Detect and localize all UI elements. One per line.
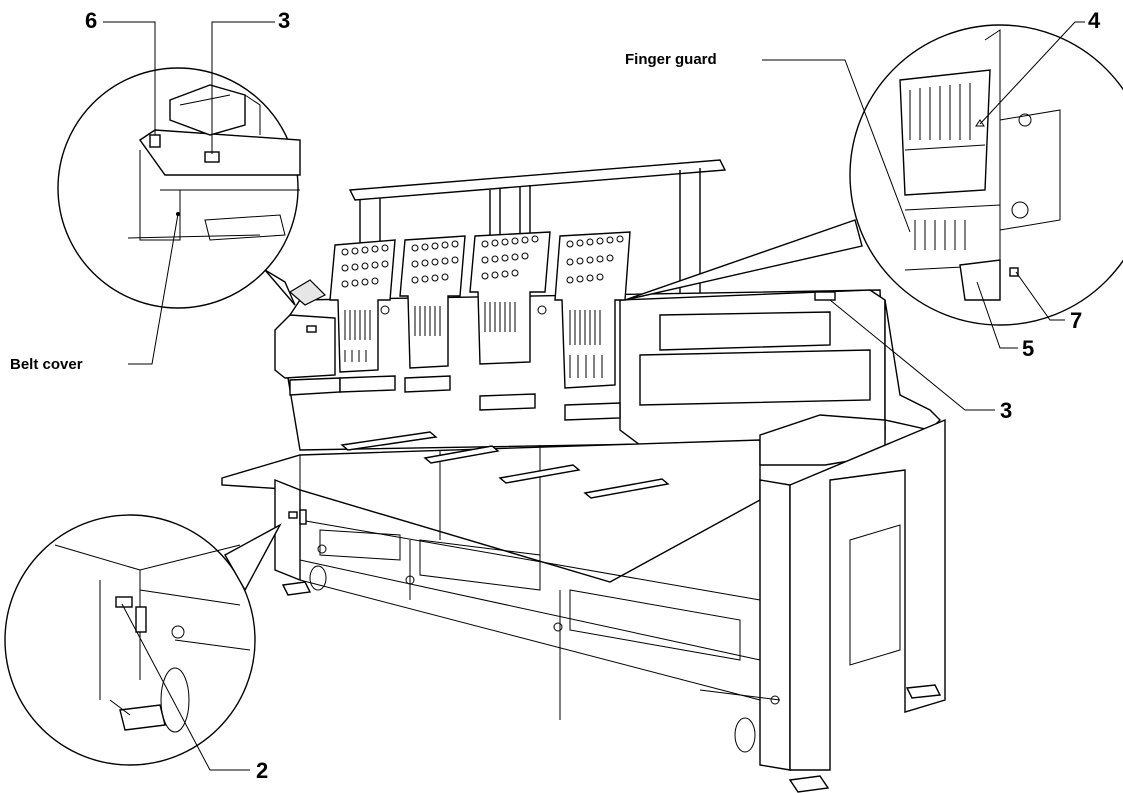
callout-3-right: 3	[1000, 398, 1013, 423]
label-belt-cover: Belt cover	[10, 356, 83, 373]
detail-bottom-left	[4, 514, 282, 766]
label-finger-guard: Finger guard	[625, 51, 717, 68]
detail-right	[624, 24, 1123, 326]
callout-3-top-left: 3	[278, 8, 291, 33]
callout-7: 7	[1070, 308, 1083, 333]
detail-top-left	[57, 67, 301, 309]
callout-2: 2	[256, 758, 269, 783]
machine-body	[221, 159, 946, 793]
head-4	[554, 231, 631, 389]
head-1	[329, 239, 396, 373]
callout-5: 5	[1022, 336, 1035, 361]
leader-lines	[103, 21, 1085, 771]
head-2	[380, 235, 466, 369]
callout-4: 4	[1088, 8, 1101, 33]
callout-6: 6	[85, 8, 98, 33]
head-3	[469, 231, 551, 365]
